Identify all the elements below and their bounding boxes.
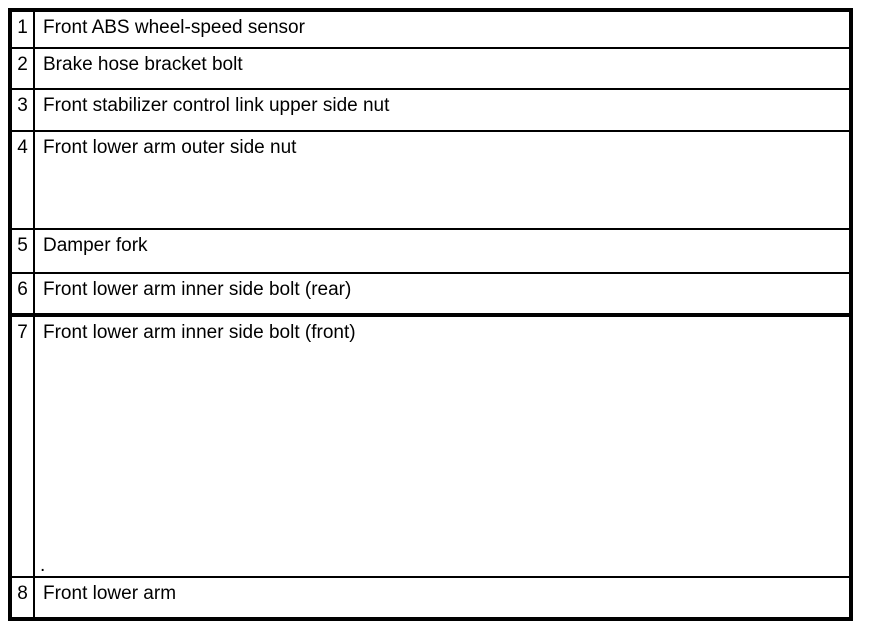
table-row: 6 Front lower arm inner side bolt (rear) bbox=[12, 274, 849, 317]
row-label: Front stabilizer control link upper side… bbox=[43, 95, 390, 116]
row-number: 1 bbox=[12, 12, 35, 47]
row-number: 5 bbox=[12, 230, 35, 272]
table-row: 5 Damper fork bbox=[12, 230, 849, 274]
row-label: Front ABS wheel-speed sensor bbox=[43, 17, 305, 38]
row-number: 6 bbox=[12, 274, 35, 313]
row-number: 8 bbox=[12, 578, 35, 617]
row-label: Brake hose bracket bolt bbox=[43, 54, 243, 75]
table-row: 3 Front stabilizer control link upper si… bbox=[12, 90, 849, 132]
table-row: 7 Front lower arm inner side bolt (front… bbox=[12, 317, 849, 578]
stray-dot-mark: . bbox=[40, 555, 46, 576]
row-number: 7 bbox=[12, 317, 35, 576]
table-row: 1 Front ABS wheel-speed sensor bbox=[12, 12, 849, 49]
row-number: 4 bbox=[12, 132, 35, 228]
row-label: Damper fork bbox=[43, 235, 148, 256]
table-row: 4 Front lower arm outer side nut bbox=[12, 132, 849, 230]
row-number: 2 bbox=[12, 49, 35, 88]
row-number: 3 bbox=[12, 90, 35, 130]
row-label: Front lower arm outer side nut bbox=[43, 137, 297, 158]
row-label: Front lower arm inner side bolt (front) bbox=[43, 322, 356, 343]
table-row: 2 Brake hose bracket bolt bbox=[12, 49, 849, 90]
row-label: Front lower arm inner side bolt (rear) bbox=[43, 279, 352, 300]
row-label: Front lower arm bbox=[43, 583, 177, 604]
table-row: 8 Front lower arm bbox=[12, 578, 849, 617]
parts-legend-table: 1 Front ABS wheel-speed sensor 2 Brake h… bbox=[8, 8, 853, 621]
